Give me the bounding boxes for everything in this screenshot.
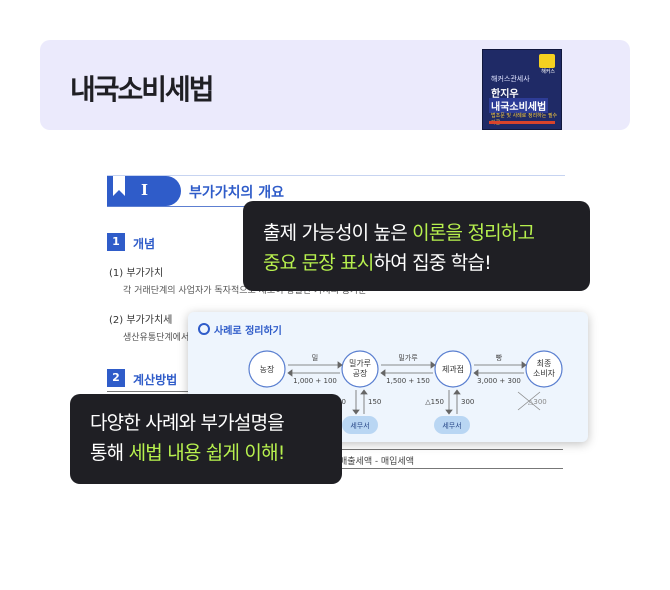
panel-title: 사례로 정리하기 [198,322,282,337]
tax-arrows [352,389,461,415]
item-label: (1) 부가가치 [109,268,164,279]
search-icon [198,323,210,335]
node-label: 밀가루 [349,359,371,368]
flow-label: 밀 [312,354,318,362]
item-body: 각 거래단계의 사업자가 독자적으로 새로이 창출한 가치의 증가분 [123,286,367,296]
callout-line: 중요 문장 표시하여 집중 학습! [263,248,492,278]
book-subject: 내국소비세법 [489,98,549,113]
tax-office-label: 세무서 [442,421,461,430]
item-label: (2) 부가가치세 [109,315,173,326]
book-cover-image: 해커스 해커스관세사 한지우 내국소비세법 법조문 및 사례로 정리하는 필수 … [482,49,562,130]
callout-highlight: 세법 내용 쉽게 이해! [128,442,286,464]
node-bakery: 제과점 [434,350,472,388]
page-title: 내국소비세법 [70,73,215,106]
callout-line: 출제 가능성이 높은 이론을 정리하고 [263,218,535,248]
flow-amount: 3,000 + 300 [477,377,521,385]
callout-text: 출제 가능성이 높은 [263,222,413,244]
tax-office-badge: 세무서 [342,416,378,434]
section-title: 부가가치의 개요 [189,185,285,201]
book-stripe [489,121,555,124]
callout-highlight: 이론을 정리하고 [412,222,535,244]
brand-logo-icon [539,54,555,68]
section-number: I [141,181,149,199]
tax-value: △150 [425,398,444,406]
flow-label: 빵 [496,353,503,362]
book-publisher-line: 해커스관세사 [491,75,530,83]
node-label: 공장 [353,368,368,378]
subsection-number: 2 [107,369,125,387]
subsection-title: 계산방법 [133,373,178,387]
callout-highlight: 중요 문장 표시 [263,252,374,274]
node-label: 최종 [537,358,552,368]
flow-amount: 1,500 + 150 [386,377,430,385]
node-label: 농장 [260,364,275,374]
section-header: I 부가가치의 개요 [107,175,565,207]
tax-value: 150 [368,398,381,406]
bookmark-icon [113,176,125,196]
node-label: 소비자 [533,369,556,378]
example-panel: 사례로 정리하기 농장 밀가루 공장 제과점 최종 소비자 밀 [188,312,588,442]
flow-arrows [287,361,527,377]
tax-value: 300 [461,398,474,406]
tax-value: △300 [528,398,547,406]
flow-amount: 1,000 + 100 [293,377,337,385]
callout-bubble: 다양한 사례와 부가설명을 통해 세법 내용 쉽게 이해! [70,394,342,484]
flow-label: 밀가루 [398,353,418,362]
callout-line: 다양한 사례와 부가설명을 [90,408,285,438]
section-tab: I [107,176,181,206]
callout-text: 다양한 사례와 부가설명을 [90,412,285,434]
book-author: 한지우 [491,89,519,100]
subsection-title: 개념 [133,237,156,251]
node-consumer: 최종 소비자 [525,350,563,388]
strike-mark [517,391,541,411]
callout-text: 통해 [90,442,129,464]
item-body: 생산유통단계에서 [123,333,190,343]
callout-bubble: 출제 가능성이 높은 이론을 정리하고 중요 문장 표시하여 집중 학습! [243,201,590,291]
callout-text: 하여 집중 학습! [373,252,492,274]
panel-title-text: 사례로 정리하기 [214,326,282,337]
node-flour-mill: 밀가루 공장 [341,350,379,388]
callout-line: 통해 세법 내용 쉽게 이해! [90,438,285,468]
book-brand: 해커스 [541,69,555,75]
tax-office-label: 세무서 [350,421,369,430]
header-banner: 내국소비세법 해커스 해커스관세사 한지우 내국소비세법 법조문 및 사례로 정… [40,40,630,130]
tax-office-badge: 세무서 [434,416,470,434]
node-farm: 농장 [248,350,286,388]
value-chain-diagram: 농장 밀가루 공장 제과점 최종 소비자 밀 밀가루 빵 1,000 + 100 [248,350,563,434]
node-label: 제과점 [442,364,464,374]
subsection-number: 1 [107,233,125,251]
table-cell: 매출세액 - 매입세액 [339,457,415,467]
